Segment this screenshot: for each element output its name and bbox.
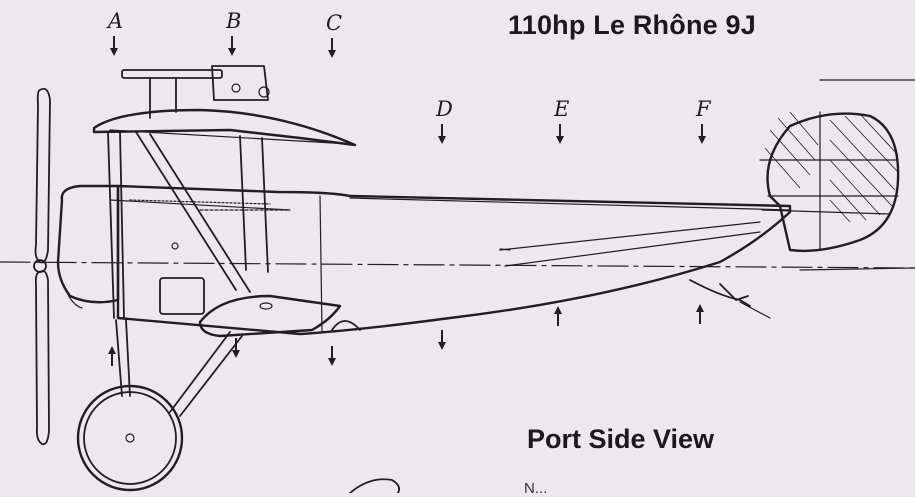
- partial-sketch-curve: [349, 478, 401, 493]
- station-label-d: D: [435, 97, 453, 121]
- landing-gear: [76, 319, 243, 492]
- cockpit-panel: [159, 277, 205, 315]
- lower-wing: [198, 294, 361, 338]
- caption-text: N...: [524, 480, 548, 497]
- station-arrows-top: [110, 36, 706, 144]
- engine-cowling: [56, 184, 120, 309]
- rudder: [759, 111, 900, 253]
- station-arrows-bottom: [108, 304, 704, 366]
- machine-gun: [121, 65, 270, 119]
- fuselage-panel-line: [319, 195, 323, 333]
- wheel: [76, 384, 184, 492]
- struts: [107, 131, 291, 319]
- station-label-f: F: [695, 97, 712, 121]
- station-label-e: E: [553, 97, 569, 121]
- fuselage: [116, 184, 792, 336]
- upper-wing: [92, 108, 357, 147]
- tail-skid: [689, 279, 771, 319]
- station-label-a: A: [106, 9, 123, 33]
- station-label-c: C: [326, 11, 342, 35]
- engine-title: 110hp Le Rhône 9J: [508, 10, 756, 40]
- propeller: [33, 87, 51, 446]
- centerline: [0, 261, 915, 269]
- station-label-b: B: [225, 9, 241, 33]
- view-title: Port Side View: [527, 424, 715, 454]
